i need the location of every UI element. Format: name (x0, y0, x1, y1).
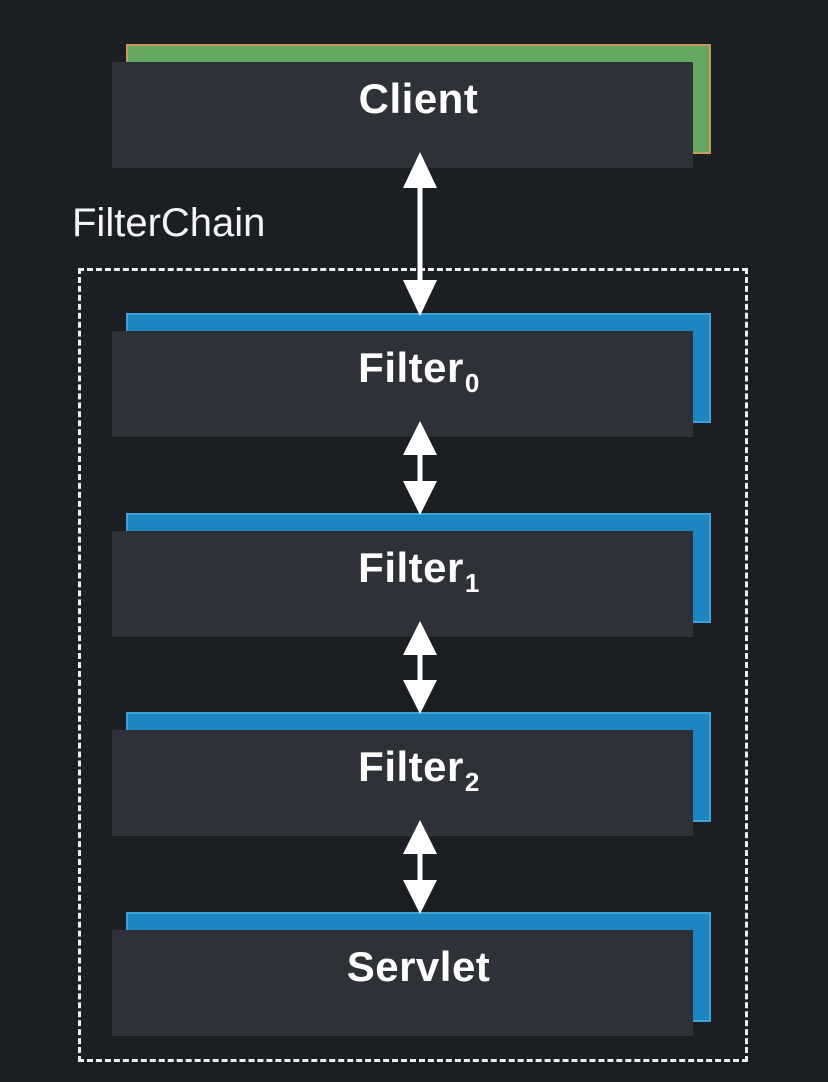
node-servlet[interactable]: Servlet (112, 912, 711, 1036)
connector-filter-0-filter-1 (403, 421, 437, 515)
node-filter-0-subscript: 0 (464, 368, 480, 398)
filterchain-group-box (78, 268, 748, 1062)
connector-filter-1-filter-2 (403, 621, 437, 714)
node-shadow (112, 62, 693, 168)
node-client[interactable]: Client (112, 44, 711, 168)
node-filter-2[interactable]: Filter2 (112, 712, 711, 836)
node-servlet-label: Servlet (346, 943, 491, 990)
connector-filter-2-servlet (403, 820, 437, 914)
node-filter-2-subscript: 2 (464, 767, 480, 797)
node-client-label: Client (358, 75, 479, 122)
node-filter-2-label: Filter2 (358, 743, 480, 797)
node-filter-1-subscript: 1 (464, 568, 480, 598)
node-filter-1[interactable]: Filter1 (112, 513, 711, 637)
node-shadow (112, 531, 693, 637)
node-filter-0-label: Filter0 (358, 344, 480, 398)
node-shadow (112, 930, 693, 1036)
filterchain-group-label: FilterChain (72, 201, 266, 245)
node-shadow (112, 730, 693, 836)
node-shadow (112, 331, 693, 437)
node-filter-0[interactable]: Filter0 (112, 313, 711, 437)
connector-client-filter-0 (403, 152, 437, 316)
node-filter-1-label: Filter1 (358, 544, 480, 598)
